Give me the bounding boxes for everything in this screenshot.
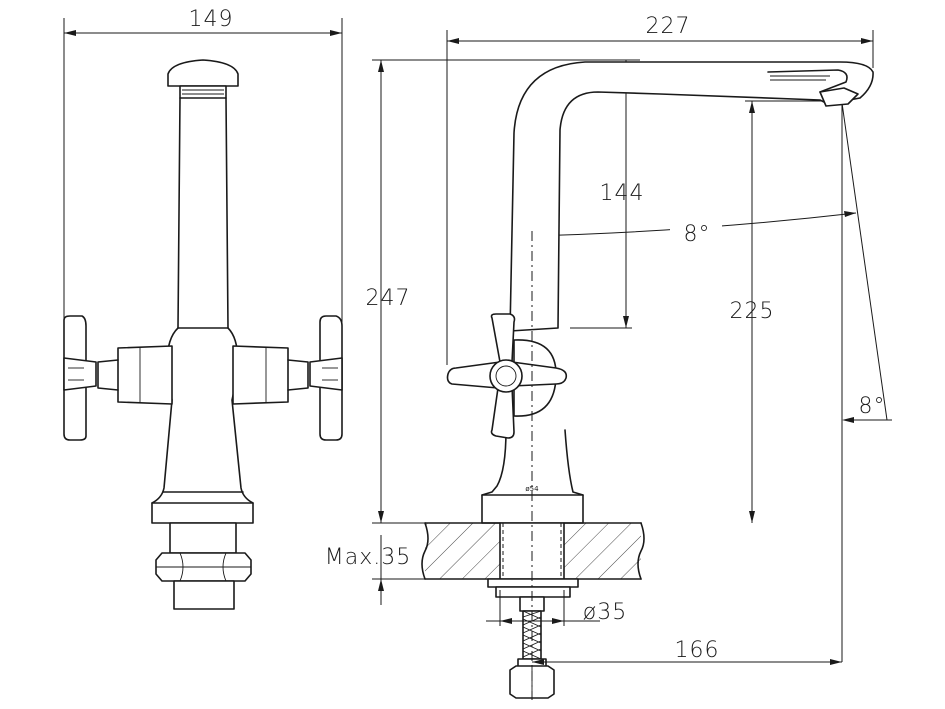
front-aerator [179, 85, 227, 99]
side-fixing-nut [495, 586, 571, 598]
dim-label-225: 225 [730, 299, 775, 324]
dim-label-227: 227 [646, 14, 691, 39]
dim-angle-top: 8° [528, 211, 857, 247]
dim-counter-max: Max.35 [325, 522, 425, 605]
dim-label-166: 166 [675, 638, 720, 663]
dim-label-d35: ø35 [583, 600, 627, 625]
dim-reach: 166 [532, 638, 842, 665]
front-view: 149 [63, 7, 343, 610]
dim-front-width: 149 [63, 7, 343, 325]
countertop-section [421, 522, 645, 580]
dim-total-height: 247 [366, 59, 640, 523]
side-aerator [819, 87, 859, 107]
dim-label-8deg-top: 8° [684, 222, 711, 247]
front-mount-stud [173, 580, 235, 610]
dim-hole-diameter: ø35 [486, 590, 627, 626]
dim-label-8deg-right: 8° [859, 394, 886, 419]
side-view: 227 247 144 225 [325, 14, 892, 700]
front-spout-column [177, 97, 229, 329]
dim-label-d54: ø54 [525, 485, 539, 493]
side-fixing-plate [487, 578, 579, 588]
dim-side-width: 227 [446, 14, 874, 365]
dim-label-max35: Max.35 [325, 545, 411, 570]
front-mount-shank [169, 522, 237, 554]
dim-outlet-height: 225 [730, 100, 832, 523]
dim-angle-right: 8° [841, 102, 892, 662]
dim-label-149: 149 [189, 7, 234, 32]
front-top-cap [167, 59, 239, 87]
dim-spout-height: 144 [570, 60, 645, 329]
side-handle-center [489, 359, 523, 393]
side-spout [509, 61, 874, 332]
front-left-handle-hub [117, 345, 173, 405]
dim-label-144: 144 [600, 181, 645, 206]
front-right-handle-hub [232, 345, 289, 405]
dim-label-247: 247 [366, 286, 411, 311]
